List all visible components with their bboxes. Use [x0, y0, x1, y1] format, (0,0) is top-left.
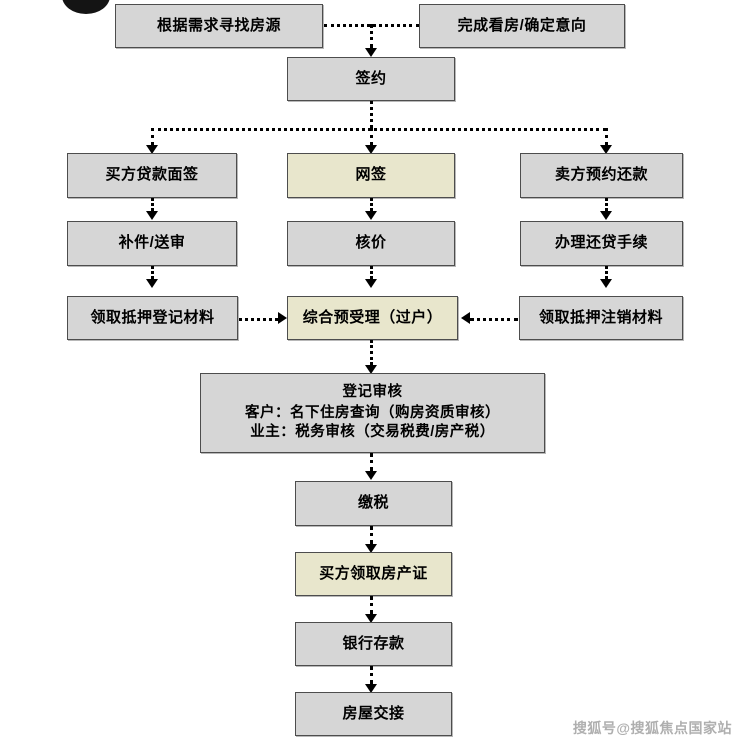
node-label: 综合预受理（过户）	[302, 308, 443, 326]
arrow-into-price-verify	[365, 211, 377, 220]
arrow-into-mortgage-reg-docs	[146, 279, 158, 288]
node-label: 缴税	[357, 494, 389, 512]
connector-repay-to-mortgage-cancel	[605, 266, 608, 279]
node-label: 补件/送审	[118, 234, 186, 252]
connector-seller-prepay-to-repay	[605, 198, 608, 211]
node-comprehensive-accept[interactable]: 综合预受理（过户）	[287, 296, 458, 340]
connector-sign-to-bus	[370, 101, 373, 128]
node-price-verify[interactable]: 核价	[287, 221, 455, 266]
node-online-sign[interactable]: 网签	[287, 153, 455, 198]
node-mortgage-cancel-docs[interactable]: 领取抵押注销材料	[519, 296, 683, 340]
connector-buyer-loan-to-supplement	[151, 198, 154, 211]
connector-bus-to-buyer-loan	[151, 128, 154, 145]
node-bank-deposit[interactable]: 银行存款	[295, 622, 452, 666]
decorative-blob	[62, 0, 110, 14]
connector-registration-to-paytax	[370, 453, 373, 471]
connector-online-sign-to-price	[370, 198, 373, 211]
node-label: 房屋交接	[342, 704, 405, 722]
node-buyer-get-cert[interactable]: 买方领取房产证	[295, 552, 452, 596]
arrow-into-mortgage-cancel-docs	[600, 279, 612, 288]
node-label-line-2: 客户：名下住房查询（购房资质审核）	[245, 404, 500, 421]
node-label: 买方贷款面签	[105, 166, 199, 184]
connector-bus-to-seller-prepay	[605, 128, 608, 145]
watermark-text: 搜狐号@搜狐焦点国家站	[572, 720, 732, 736]
node-label: 签约	[355, 69, 387, 87]
node-label: 卖方预约还款	[554, 166, 648, 184]
node-label: 银行存款	[342, 634, 405, 652]
connector-find-to-viewing	[324, 24, 419, 27]
node-label: 办理还贷手续	[554, 234, 648, 252]
node-sign-contract[interactable]: 签约	[287, 57, 455, 101]
node-label: 领取抵押注销材料	[538, 308, 663, 326]
connector-paytax-to-buyer-cert	[370, 526, 373, 544]
node-label: 买方领取房产证	[319, 564, 428, 582]
node-label: 领取抵押登记材料	[90, 308, 215, 326]
node-viewing-intent[interactable]: 完成看房/确定意向	[419, 4, 625, 48]
connector-comprehensive-to-registration	[370, 340, 373, 365]
node-buyer-loan-face[interactable]: 买方贷款面签	[67, 153, 237, 198]
arrow-into-repay-procedure	[600, 211, 612, 220]
node-seller-prepay[interactable]: 卖方预约还款	[520, 153, 683, 198]
node-supplement-review[interactable]: 补件/送审	[67, 221, 237, 266]
connector-bus-horizontal	[151, 128, 606, 131]
node-label: 核价	[355, 234, 387, 252]
node-pay-tax[interactable]: 缴税	[295, 481, 452, 526]
connector-junction-to-sign	[370, 24, 373, 48]
arrow-right-into-comprehensive-accept	[278, 312, 287, 324]
connector-supplement-to-mortgage-reg	[151, 266, 154, 279]
node-mortgage-reg-docs[interactable]: 领取抵押登记材料	[67, 296, 238, 340]
arrow-left-into-comprehensive-accept	[461, 312, 470, 324]
node-house-handover[interactable]: 房屋交接	[295, 692, 452, 736]
connector-mortgage-reg-to-comprehensive	[239, 318, 278, 321]
arrow-into-comprehensive-accept	[365, 279, 377, 288]
connector-price-to-comprehensive	[370, 266, 373, 279]
arrow-into-supplement-review	[146, 211, 158, 220]
connector-bus-to-online-sign	[370, 128, 373, 145]
node-label-line-1: 登记审核	[342, 384, 403, 401]
connector-buyer-cert-to-bank	[370, 596, 373, 614]
arrow-into-pay-tax	[365, 471, 377, 480]
node-find-source[interactable]: 根据需求寻找房源	[115, 4, 323, 48]
node-label: 网签	[355, 166, 387, 184]
arrow-into-sign-contract	[365, 48, 377, 57]
node-repay-procedure[interactable]: 办理还贷手续	[520, 221, 683, 266]
node-registration-review[interactable]: 登记审核 客户：名下住房查询（购房资质审核） 业主：税务审核（交易税费/房产税）	[200, 373, 545, 453]
node-label-line-3: 业主：税务审核（交易税费/房产税）	[250, 424, 495, 441]
connector-mortgage-cancel-to-comprehensive	[470, 318, 518, 321]
connector-bank-to-handover	[370, 666, 373, 684]
node-label: 完成看房/确定意向	[457, 16, 587, 34]
node-label: 根据需求寻找房源	[156, 16, 281, 34]
